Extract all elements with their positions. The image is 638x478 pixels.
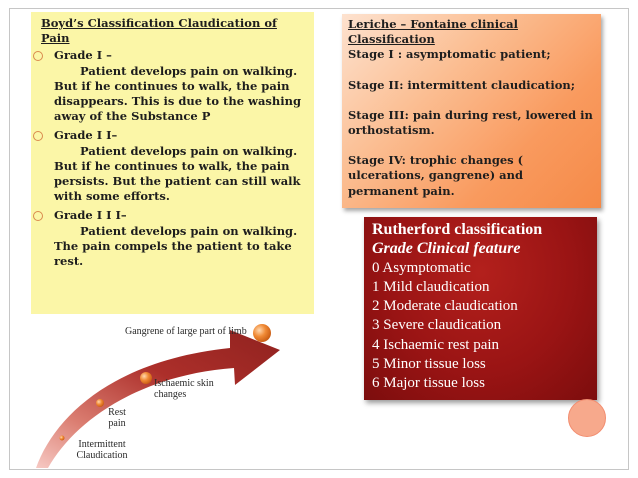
marker-gangrene	[253, 324, 271, 342]
boyd-grade-1-desc: Patient develops pain on walking. But if…	[54, 63, 301, 124]
label-intermittent: Intermittent Claudication	[76, 439, 128, 461]
boyd-grade-3-desc: Patient develops pain on walking. The pa…	[54, 223, 298, 269]
leriche-stage-1: Stage I : asymptomatic patient;	[348, 47, 551, 62]
progression-arrow-graphic	[36, 324, 280, 468]
label-gangrene: Gangrene of large part of limb	[125, 326, 247, 337]
rutherford-item-6: 6 Major tissue loss	[372, 375, 485, 392]
boyd-grade-2-label: Grade I I–	[33, 128, 306, 143]
marker-intermittent	[59, 435, 65, 441]
marker-ischaemic	[140, 372, 152, 384]
rutherford-item-3: 3 Severe claudication	[372, 317, 502, 334]
rutherford-item-0: 0 Asymptomatic	[372, 259, 471, 276]
boyd-title: Boyd’s Classification Claudication of Pa…	[41, 16, 277, 46]
boyd-grade-2-text: Patient develops pain on walking. But if…	[39, 144, 306, 205]
leriche-title: Leriche – Fontaine clinical Classificati…	[348, 17, 518, 47]
leriche-stage-2: Stage II: intermittent claudication;	[348, 77, 576, 92]
leriche-stage-3: Stage III: pain during rest, lowered in …	[348, 107, 593, 138]
arrow-shape	[36, 330, 280, 468]
leriche-fontaine-panel: Leriche – Fontaine clinical Classificati…	[342, 14, 601, 208]
progression-arrow-diagram: Gangrene of large part of limb Ischaemic…	[30, 300, 350, 470]
boyd-grade-2-desc: Patient develops pain on walking. But if…	[54, 143, 301, 204]
rutherford-subtitle: Grade Clinical feature	[372, 240, 521, 258]
leriche-stage-4: Stage IV: trophic changes ( ulcerations,…	[348, 153, 524, 198]
rutherford-item-4: 4 Ischaemic rest pain	[372, 336, 500, 353]
rutherford-panel: Rutherford classification Grade Clinical…	[364, 217, 597, 400]
boyd-classification-panel: Boyd’s Classification Claudication of Pa…	[31, 12, 314, 314]
label-ischaemic: Ischaemic skin changes	[154, 378, 214, 400]
boyd-grade-1-label: Grade I –	[33, 48, 306, 63]
rutherford-item-2: 2 Moderate claudication	[372, 298, 518, 315]
slide-frame	[9, 8, 629, 470]
decorative-circle	[568, 399, 606, 437]
boyd-grade-3-label: Grade I I I–	[33, 208, 306, 223]
rutherford-item-1: 1 Mild claudication	[372, 278, 490, 295]
rutherford-item-5: 5 Minor tissue loss	[372, 356, 486, 373]
boyd-grade-3-text: Patient develops pain on walking. The pa…	[39, 224, 306, 270]
label-rest-pain: Rest pain	[108, 407, 126, 429]
rutherford-title: Rutherford classification	[372, 221, 543, 238]
marker-rest	[96, 399, 104, 407]
boyd-grade-1-text: Patient develops pain on walking. But if…	[39, 64, 306, 125]
